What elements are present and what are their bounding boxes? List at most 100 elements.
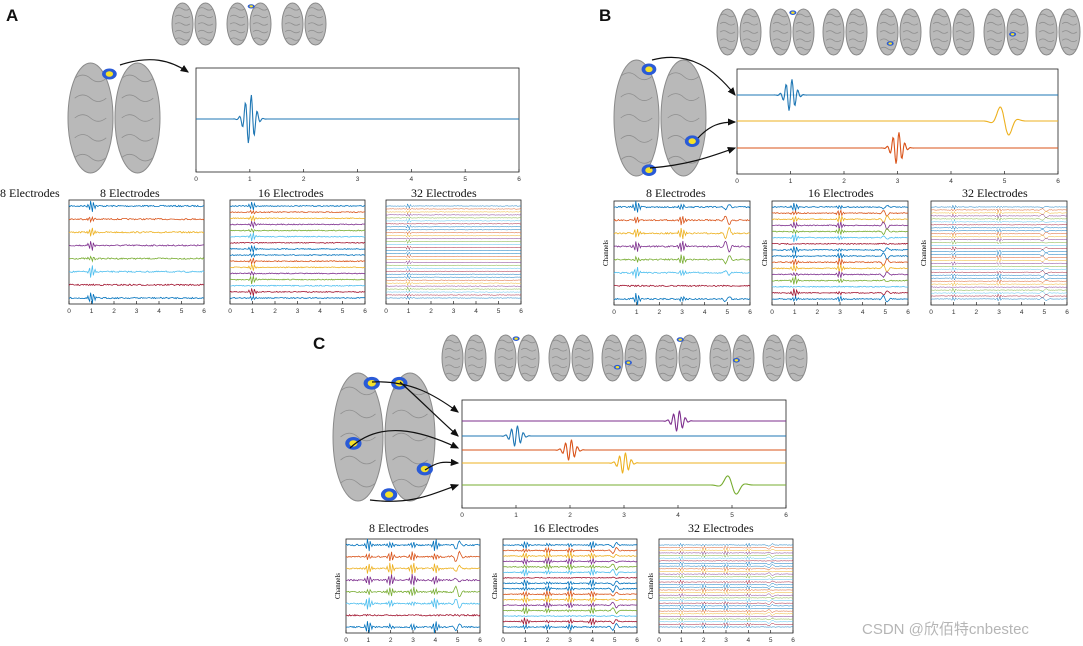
x-tick-label: 6 — [478, 637, 482, 644]
brain-gyrus — [551, 372, 568, 377]
source-blob-core — [645, 66, 653, 73]
x-tick-label: 2 — [273, 308, 277, 315]
panel-b-thumb-brain — [983, 8, 1029, 56]
x-tick-label: 0 — [501, 637, 505, 644]
eeg-channel-trace — [345, 613, 481, 617]
x-tick-label: 0 — [194, 176, 198, 183]
panel-c-eeg-32-traces — [658, 542, 794, 630]
brain-gyrus — [551, 347, 568, 352]
eeg-channel-trace — [345, 550, 481, 562]
brain-gyrus — [627, 372, 644, 377]
x-tick-label: 4 — [747, 637, 751, 644]
eeg-channel-trace — [502, 562, 638, 572]
x-tick-label: 3 — [452, 308, 456, 315]
panel-c-thumb-brain — [441, 334, 487, 382]
brain-gyrus — [520, 339, 537, 344]
brain-gyrus — [340, 409, 376, 419]
brain-gyrus — [467, 339, 484, 344]
brain-gyrus — [497, 356, 514, 360]
panel-b-thumb-brain — [822, 8, 868, 56]
eeg-channel-trace — [345, 538, 481, 552]
brain-gyrus — [1038, 21, 1055, 26]
brain-gyrus — [986, 46, 1003, 51]
eeg-channel-trace — [930, 231, 1068, 237]
x-tick-label: 3 — [356, 176, 360, 183]
x-tick-label: 4 — [157, 308, 161, 315]
x-tick-label: 2 — [546, 637, 550, 644]
brain-gyrus — [497, 372, 514, 377]
x-tick-label: 6 — [906, 309, 910, 316]
channels-axis-label: Channels — [761, 240, 769, 266]
brain-gyrus — [444, 364, 461, 369]
panel-a-eeg-32 — [385, 199, 522, 305]
x-tick-label: 6 — [519, 308, 523, 315]
brain-gyrus — [825, 30, 842, 34]
brain-gyrus — [848, 38, 865, 43]
x-tick-label: 4 — [434, 637, 438, 644]
brain-gyrus — [574, 339, 591, 344]
x-tick-label: 1 — [680, 637, 684, 644]
brain-gyrus — [681, 372, 698, 377]
brain-gyrus — [174, 29, 191, 34]
eeg-channel-trace — [930, 261, 1068, 267]
brain-gyrus — [307, 14, 324, 19]
brain-gyrus — [986, 13, 1003, 18]
watermark: CSDN @欣佰特cnbestec — [862, 621, 1029, 638]
eeg-channel-trace — [659, 601, 794, 606]
x-tick-label: 2 — [975, 309, 979, 316]
brain-gyrus — [604, 347, 621, 352]
x-tick-label: 6 — [517, 176, 521, 183]
brain-gyrus — [658, 339, 675, 344]
brain-gyrus — [497, 364, 514, 369]
brain-gyrus — [1038, 30, 1055, 34]
brain-gyrus — [1009, 38, 1026, 43]
brain-gyrus — [658, 372, 675, 377]
brain-gyrus — [667, 93, 700, 101]
eeg-channel-trace — [229, 284, 366, 288]
eeg-channel-trace — [930, 224, 1068, 226]
eeg-channel-trace — [771, 233, 909, 243]
brain-gyrus — [1061, 38, 1078, 43]
x-tick-label: 2 — [389, 637, 393, 644]
eeg-channel-trace — [613, 254, 751, 265]
brain-gyrus — [604, 339, 621, 344]
brain-gyrus — [74, 114, 107, 122]
brain-gyrus — [902, 30, 919, 34]
brain-gyrus — [307, 7, 324, 11]
brain-gyrus — [742, 38, 759, 43]
x-tick-label: 5 — [497, 308, 501, 315]
source-blob-core — [1010, 33, 1015, 36]
brain-gyrus — [955, 46, 972, 51]
brain-gyrus — [719, 21, 736, 26]
eeg-channel-trace — [658, 587, 793, 593]
eeg-channel-trace — [345, 573, 481, 586]
brain-gyrus — [681, 339, 698, 344]
x-tick-label: 5 — [884, 309, 888, 316]
x-tick-label: 3 — [680, 309, 684, 316]
brain-gyrus — [742, 13, 759, 18]
source-waveform-1 — [196, 94, 519, 144]
panel-b-arrow-3 — [649, 146, 737, 169]
x-tick-label: 0 — [67, 308, 71, 315]
brain-gyrus — [848, 13, 865, 18]
eeg-channel-trace — [930, 204, 1067, 210]
source-waveform-2 — [462, 439, 786, 461]
x-tick-label: 6 — [363, 308, 367, 315]
brain-gyrus — [848, 46, 865, 51]
brain-gyrus — [735, 356, 752, 360]
eeg-channel-trace — [772, 246, 909, 254]
eeg-channel-trace — [229, 221, 366, 229]
brain-gyrus — [986, 38, 1003, 43]
eeg-channel-trace — [930, 208, 1067, 213]
brain-gyrus — [681, 364, 698, 369]
brain-gyrus — [467, 364, 484, 369]
brain-gyrus — [735, 347, 752, 352]
eeg-channel-trace — [502, 541, 638, 549]
brain-gyrus — [174, 37, 191, 41]
x-tick-label: 6 — [748, 309, 752, 316]
x-tick-label: 1 — [514, 512, 518, 519]
eeg-channel-trace — [229, 288, 365, 297]
eeg-channel-trace — [658, 619, 794, 624]
x-tick-label: 6 — [635, 637, 639, 644]
x-tick-label: 6 — [1065, 309, 1069, 316]
